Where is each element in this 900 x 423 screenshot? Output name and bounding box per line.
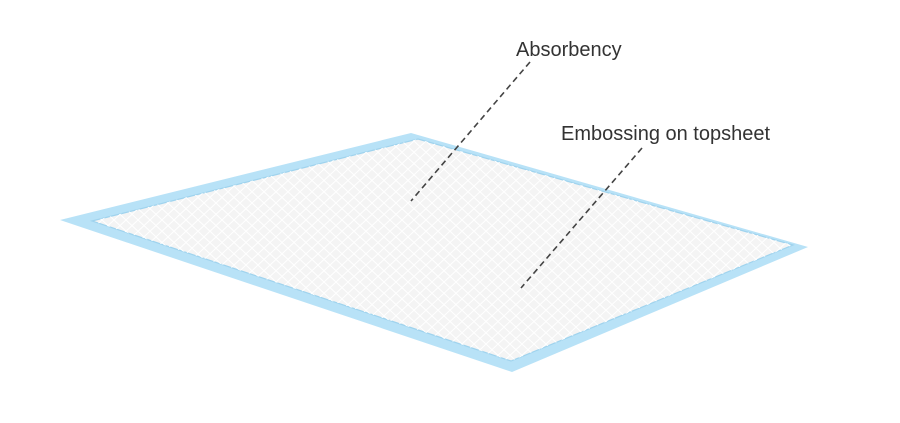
- emboss-line: [822, 0, 900, 423]
- emboss-line: [0, 0, 42, 423]
- emboss-line: [701, 139, 793, 361]
- emboss-line: [725, 139, 793, 361]
- emboss-line: [647, 139, 793, 361]
- emboss-line: [749, 139, 793, 361]
- emboss-line: [0, 0, 48, 423]
- emboss-line: [0, 0, 24, 423]
- emboss-line: [0, 0, 66, 423]
- emboss-line: [828, 0, 900, 423]
- emboss-line: [425, 139, 793, 361]
- emboss-line: [119, 139, 571, 361]
- emboss-line: [0, 0, 18, 423]
- emboss-line: [882, 0, 900, 423]
- emboss-line: [834, 0, 900, 423]
- emboss-line: [677, 139, 793, 361]
- emboss-line: [0, 0, 78, 423]
- emboss-line: [798, 0, 900, 423]
- emboss-line: [131, 139, 583, 361]
- emboss-line: [665, 139, 793, 361]
- emboss-line: [431, 139, 793, 361]
- emboss-line: [413, 139, 793, 361]
- emboss-line: [443, 139, 793, 361]
- emboss-line: [846, 0, 900, 423]
- emboss-line: [92, 139, 109, 361]
- embossing-label: Embossing on topsheet: [561, 123, 770, 145]
- emboss-line: [743, 139, 793, 361]
- emboss-line: [894, 0, 900, 423]
- emboss-line: [689, 139, 793, 361]
- emboss-line: [155, 139, 607, 361]
- emboss-line: [0, 0, 36, 423]
- emboss-line: [143, 139, 595, 361]
- emboss-line: [852, 0, 900, 423]
- emboss-line: [683, 139, 793, 361]
- emboss-line: [755, 139, 793, 361]
- emboss-line: [0, 0, 12, 423]
- emboss-line: [0, 0, 6, 423]
- emboss-line: [0, 0, 54, 423]
- emboss-line: [92, 139, 97, 361]
- emboss-line: [92, 139, 361, 361]
- emboss-line: [864, 0, 900, 423]
- emboss-line: [92, 139, 373, 361]
- emboss-line: [659, 139, 793, 361]
- emboss-line: [419, 139, 793, 361]
- emboss-line: [92, 139, 433, 361]
- emboss-line: [779, 139, 793, 361]
- emboss-line: [707, 139, 793, 361]
- emboss-line: [719, 139, 793, 361]
- emboss-line: [767, 139, 793, 361]
- emboss-line: [816, 0, 900, 423]
- emboss-line: [653, 139, 793, 361]
- emboss-line: [92, 139, 385, 361]
- emboss-line: [0, 0, 30, 423]
- embossing-leader-line: [520, 147, 643, 289]
- emboss-line: [876, 0, 900, 423]
- emboss-line: [92, 139, 457, 361]
- emboss-line: [791, 139, 793, 361]
- emboss-line: [858, 0, 900, 423]
- absorbency-label: Absorbency: [516, 39, 622, 61]
- emboss-line: [761, 139, 793, 361]
- emboss-line: [870, 0, 900, 423]
- emboss-line: [840, 0, 900, 423]
- emboss-line: [92, 139, 421, 361]
- emboss-line: [92, 139, 397, 361]
- emboss-line: [773, 139, 793, 361]
- emboss-line: [713, 139, 793, 361]
- emboss-line: [804, 0, 900, 423]
- emboss-line: [810, 0, 900, 423]
- emboss-line: [0, 0, 90, 423]
- emboss-line: [0, 0, 60, 423]
- emboss-line: [92, 139, 103, 361]
- emboss-line: [0, 0, 84, 423]
- emboss-line: [737, 139, 793, 361]
- emboss-line: [92, 139, 445, 361]
- emboss-line: [437, 139, 793, 361]
- emboss-line: [731, 139, 793, 361]
- emboss-line: [785, 139, 793, 361]
- emboss-line: [0, 0, 72, 423]
- emboss-line: [888, 0, 900, 423]
- absorbency-leader-line: [410, 61, 531, 202]
- emboss-line: [695, 139, 793, 361]
- emboss-line: [671, 139, 793, 361]
- emboss-line: [92, 139, 409, 361]
